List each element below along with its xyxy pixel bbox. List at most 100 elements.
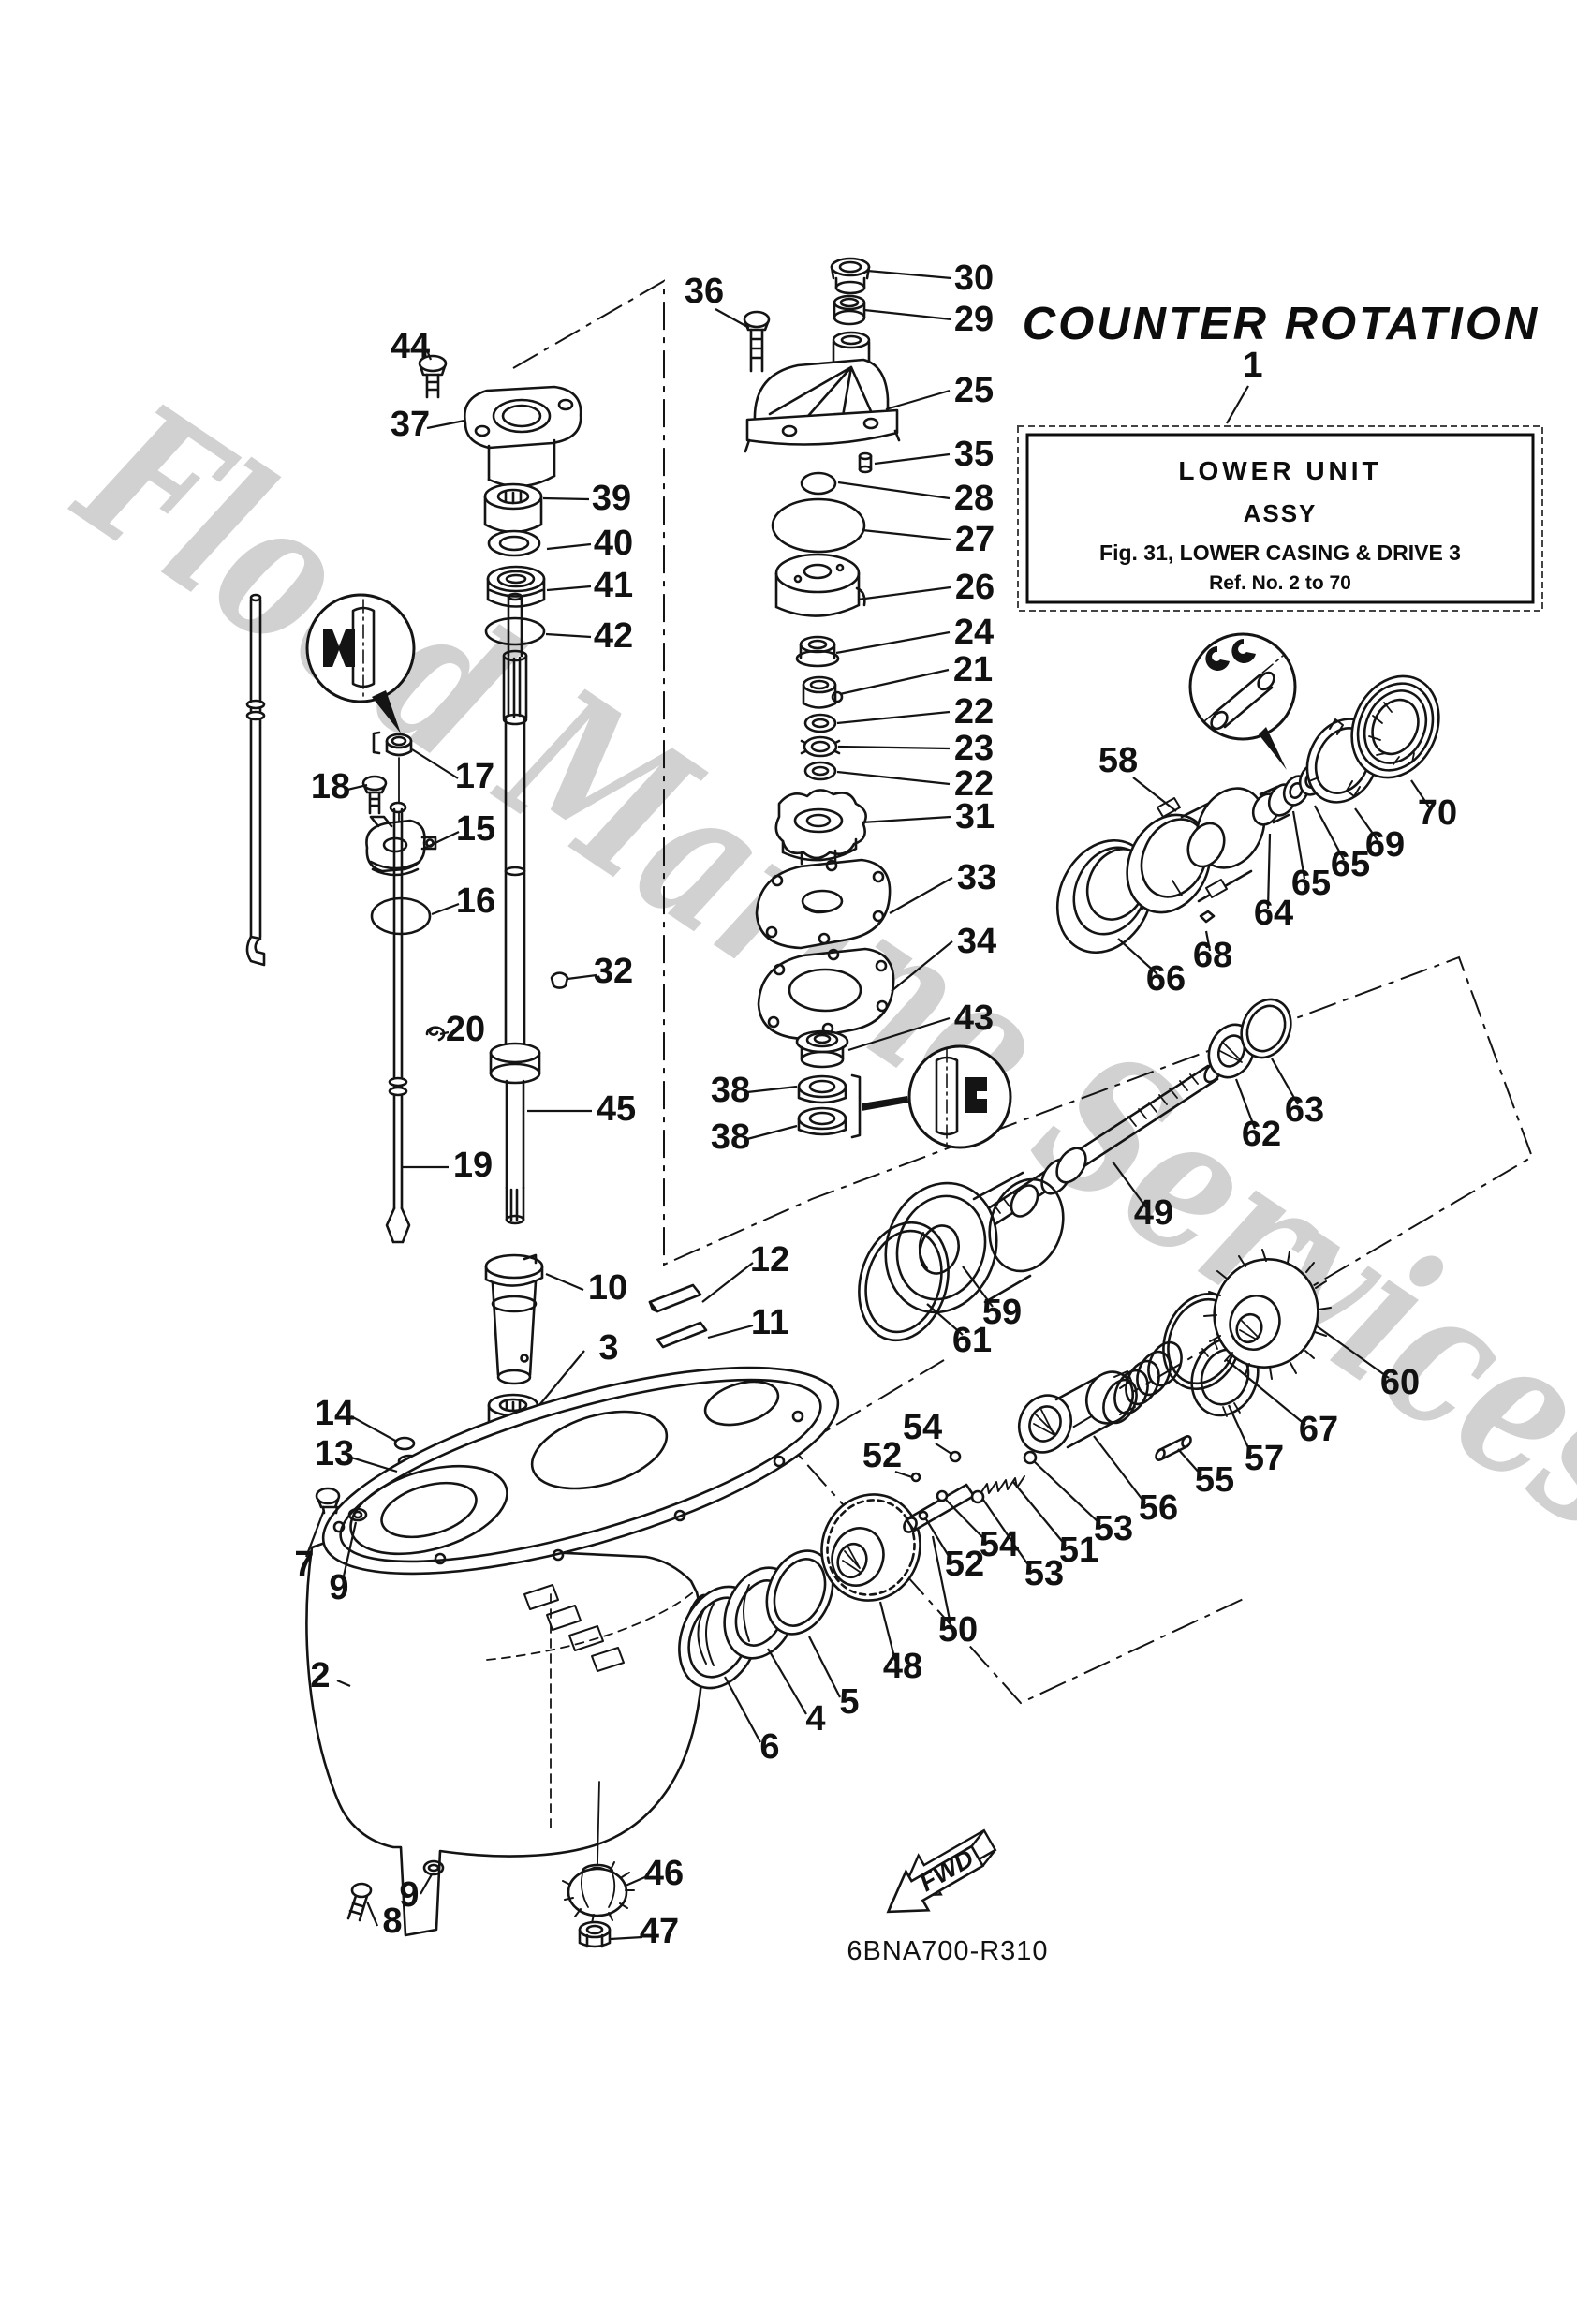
part-54-ball-upper [949,1450,962,1463]
callout-57: 57 [1245,1439,1284,1478]
part-26-pump-cup [774,553,866,617]
callout-67: 67 [1299,1410,1338,1449]
part-9-washer-upper [347,1507,368,1522]
part-42-o-ring [484,616,546,646]
part-56-clutch-dog [1017,1370,1136,1454]
callout-41: 41 [594,566,633,605]
part-64-collar [1251,783,1297,826]
callout-49: 49 [1134,1193,1173,1233]
callout-52b: 52 [945,1545,984,1584]
part-59-bearing-housing-large [884,1171,1065,1314]
part-22-washer-lower [803,761,837,781]
grease-detail-circle-gg [1188,632,1297,770]
shift-rod [245,593,266,967]
callout-9b: 9 [399,1875,419,1915]
callout-45: 45 [597,1089,636,1129]
part-31-impeller [774,789,867,866]
part-48-reverse-gear [820,1493,921,1602]
part-22-washer-upper [803,713,837,733]
callout-5: 5 [839,1682,859,1722]
part-52-ball-upper [910,1472,921,1483]
callout-62: 62 [1242,1115,1281,1154]
part-55-pin [1155,1435,1192,1461]
callout-29: 29 [954,300,994,339]
callout-34: 34 [957,922,996,961]
part-25-water-pump-housing [744,331,901,453]
callout-2: 2 [310,1656,330,1695]
page-title: COUNTER ROTATION [1023,299,1540,349]
callout-12: 12 [750,1240,789,1280]
callout-70: 70 [1418,793,1457,833]
part-2-lower-casing [305,1366,840,1937]
part-23-washer-toothed [800,735,841,758]
part-21-collar [802,675,844,709]
part-24-cup [795,635,840,668]
callout-9a: 9 [329,1568,348,1607]
part-20-clip [425,1026,446,1042]
callout-60: 60 [1380,1363,1420,1402]
callout-19: 19 [453,1146,493,1185]
callout-16: 16 [456,881,495,921]
part-53-ball-right [1023,1450,1038,1465]
part-46-pinion-gear [562,1861,635,1924]
callout-68: 68 [1193,936,1232,975]
callout-22a: 22 [954,692,994,732]
part-44-bolt [418,354,448,399]
part-32-plug [550,971,569,989]
callout-24: 24 [954,613,994,652]
callout-69: 69 [1365,825,1405,865]
callout-47: 47 [640,1912,679,1951]
assembly-box-line3: Fig. 31, LOWER CASING & DRIVE 3 [1099,540,1461,565]
grease-detail-circle-clip [862,1044,1012,1149]
callout-55: 55 [1195,1460,1234,1500]
callout-14: 14 [315,1394,354,1433]
callout-64: 64 [1254,894,1293,933]
callout-54b: 54 [980,1525,1019,1564]
callout-31: 31 [955,797,995,836]
callout-28: 28 [954,479,994,518]
part-5-spacer-ring [765,1549,834,1636]
part-29-bushing [833,294,866,326]
callout-39: 39 [592,479,631,518]
part-33-pump-plate [755,858,892,950]
callout-51: 51 [1059,1531,1098,1570]
callout-38b: 38 [711,1118,750,1157]
fwd-arrow: FWD [886,1828,997,1914]
assembly-box-line4: Ref. No. 2 to 70 [1209,572,1351,594]
part-10-drive-shaft-sleeve [484,1253,544,1385]
part-52-ball-lower [918,1510,929,1521]
callout-59: 59 [982,1293,1022,1332]
callout-63: 63 [1285,1090,1324,1130]
part-38-bearing-upper [797,1074,847,1104]
callout-25: 25 [954,371,994,410]
callout-38a: 38 [711,1071,750,1110]
part-53-ball-left [970,1489,985,1504]
callout-33: 33 [957,858,996,897]
part-8-screw [346,1882,373,1922]
part-58-bearing-carrier [1126,787,1266,914]
callout-10: 10 [588,1268,627,1308]
assembly-box-line2: ASSY [1244,499,1318,527]
callout-54a: 54 [903,1408,942,1447]
part-68-pin-small [1199,910,1216,924]
callout-6: 6 [759,1727,779,1767]
part-47-nut [578,1920,612,1948]
callout-37: 37 [391,405,430,444]
callout-44: 44 [391,327,430,366]
part-39-needle-bearing [483,482,543,534]
part-27-gasket-round [771,497,866,554]
part-9-washer-lower [422,1859,445,1876]
callout-8: 8 [382,1902,402,1941]
part-14-seal-oval [393,1436,416,1451]
callout-56: 56 [1139,1488,1178,1528]
callout-52a: 52 [862,1436,902,1475]
callout-15: 15 [456,809,495,849]
part-70-ring-nut-large [1350,674,1440,779]
callout-22b: 22 [954,764,994,804]
callout-66: 66 [1146,959,1186,999]
callout-36: 36 [685,272,724,311]
assembly-box: LOWER UNIT ASSY Fig. 31, LOWER CASING & … [1017,425,1543,612]
part-63-bearing-race [1240,998,1292,1059]
part-15-shift-cam [365,815,437,877]
